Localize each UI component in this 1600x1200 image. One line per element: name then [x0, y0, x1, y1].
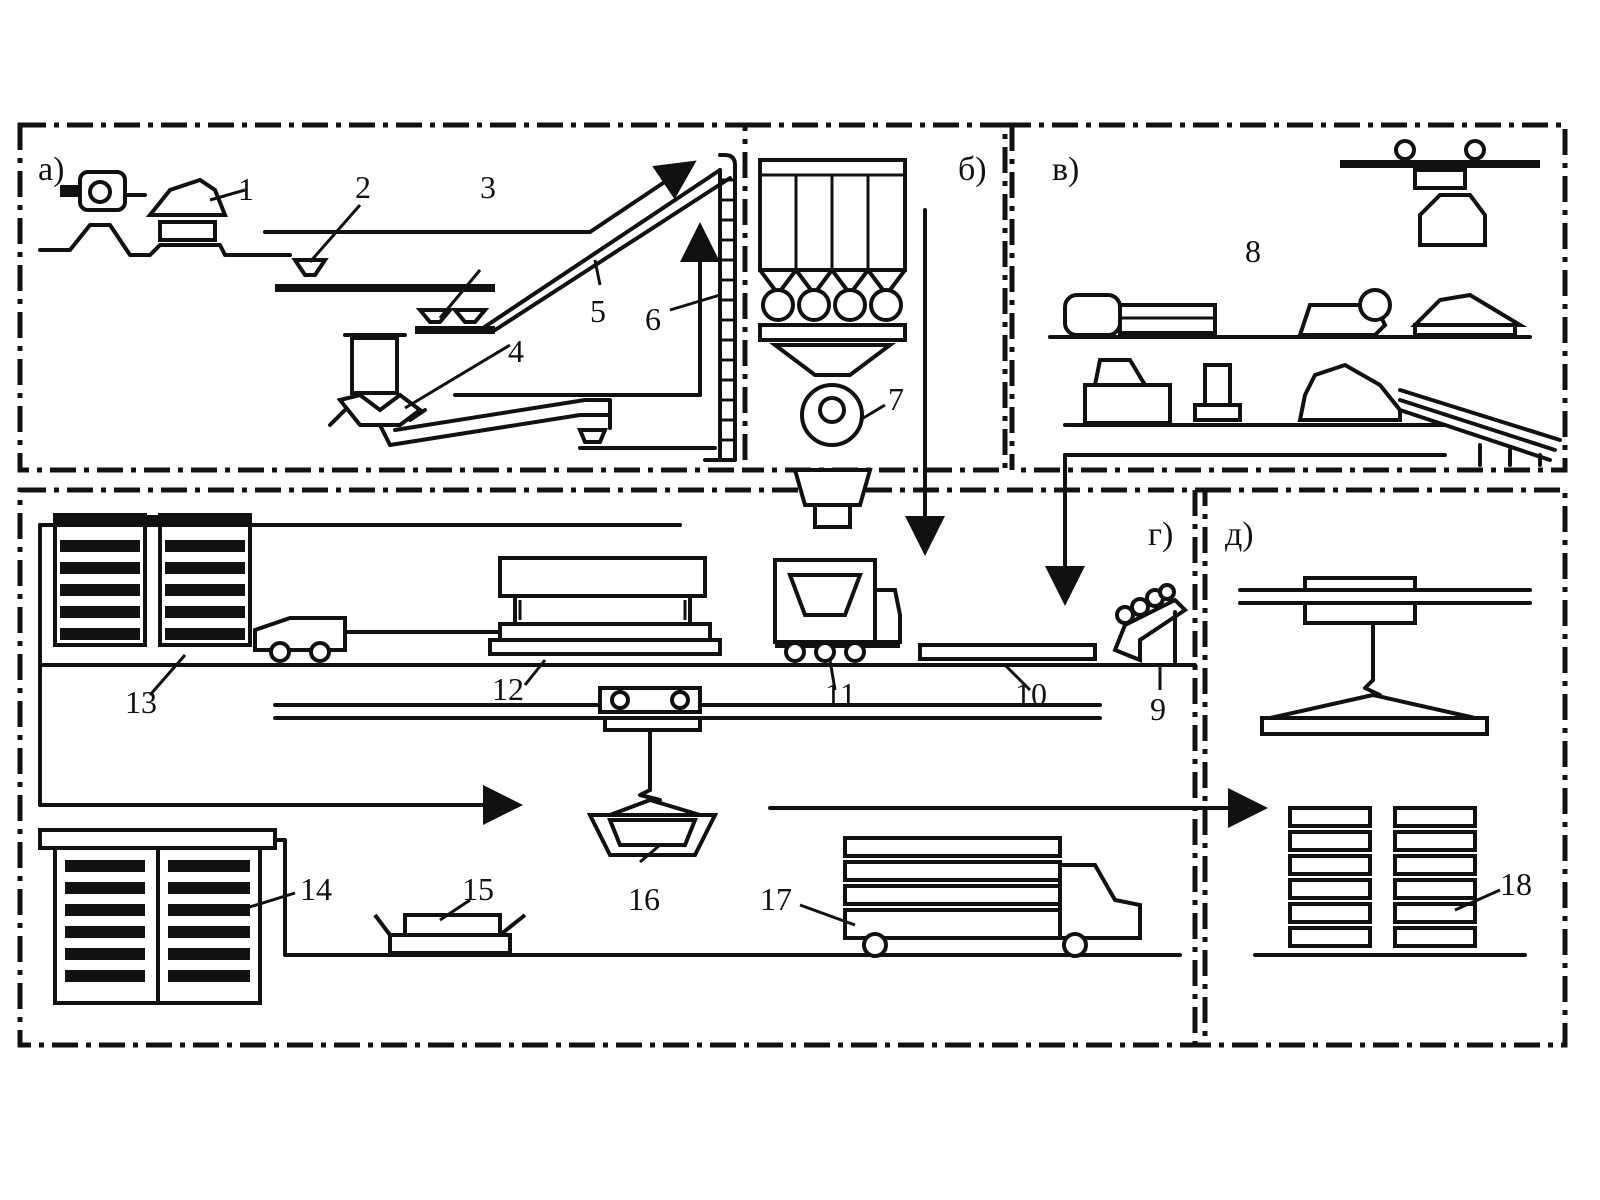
section-v-reinforcement: [1045, 139, 1562, 606]
section-d-warehouse: [1238, 576, 1532, 957]
callout-6: 6: [645, 301, 661, 337]
section-a-label: а): [38, 151, 64, 188]
section-b-dosing: [758, 158, 945, 556]
callout-16: 16: [628, 881, 660, 917]
section-v-label: в): [1052, 151, 1079, 188]
callout-18: 18: [1500, 866, 1532, 902]
callout-2: 2: [355, 169, 371, 205]
callout-3: 3: [480, 169, 496, 205]
section-a-crushing: [38, 153, 737, 462]
callout-5: 5: [590, 293, 606, 329]
callout-numbers: 1 2 3 4 5 6 7 8 9 10 11 12 13 14 15 16 1…: [125, 169, 1532, 917]
callout-7: 7: [888, 381, 904, 417]
callout-9: 9: [1150, 691, 1166, 727]
section-g-label: г): [1148, 516, 1173, 553]
callout-13: 13: [125, 684, 157, 720]
section-g-molding: [38, 513, 1268, 1005]
callout-1: 1: [238, 171, 254, 207]
section-b-label: б): [958, 151, 987, 188]
callout-14: 14: [300, 871, 332, 907]
callout-11: 11: [825, 676, 856, 712]
callout-8: 8: [1245, 233, 1261, 269]
section-labels: а) б) в) г) д): [38, 151, 1254, 553]
callout-15: 15: [462, 871, 494, 907]
callout-17: 17: [760, 881, 792, 917]
callout-4: 4: [508, 333, 524, 369]
section-d-label: д): [1225, 516, 1254, 553]
callout-12: 12: [492, 671, 524, 707]
callout-10: 10: [1015, 676, 1047, 712]
